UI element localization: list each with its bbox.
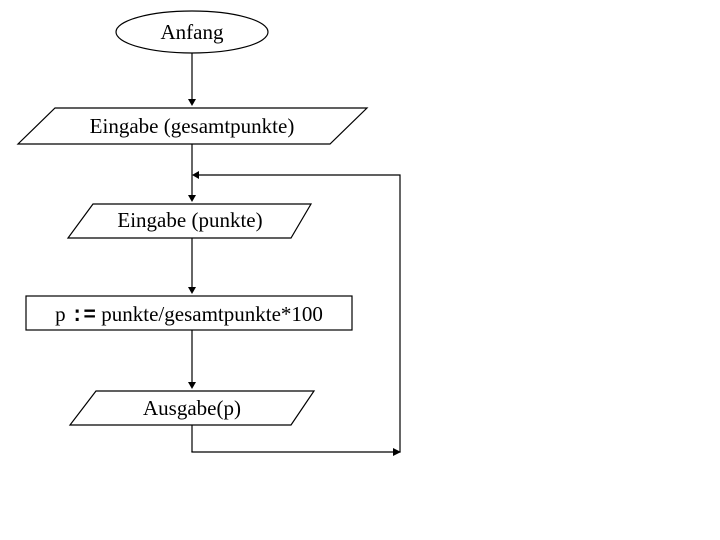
process-expression: punkte/gesamtpunkte*100 xyxy=(96,302,323,326)
process-label: p := punkte/gesamtpunkte*100 xyxy=(55,302,323,328)
arrowhead-input-total xyxy=(188,99,196,106)
arrowhead-output xyxy=(188,382,196,389)
arrowhead-loop-corner xyxy=(393,448,401,456)
output-label: Ausgabe(p) xyxy=(143,396,241,420)
arrowhead-process xyxy=(188,287,196,294)
arrowhead-loop-junction xyxy=(192,171,199,179)
start-node[interactable]: Anfang xyxy=(115,10,269,54)
input-points-node[interactable]: Eingabe (punkte) xyxy=(66,203,313,239)
input-points-label: Eingabe (punkte) xyxy=(117,208,262,232)
input-points-shape xyxy=(66,203,313,239)
process-assign-operator: := xyxy=(71,305,96,328)
process-prefix: p xyxy=(55,302,71,326)
process-shape xyxy=(25,295,353,331)
arrowhead-input-points xyxy=(188,195,196,202)
input-total-shape xyxy=(16,107,369,145)
output-node[interactable]: Ausgabe(p) xyxy=(68,390,316,426)
process-node[interactable]: p := punkte/gesamtpunkte*100 xyxy=(25,295,353,331)
output-shape xyxy=(68,390,316,426)
input-total-label: Eingabe (gesamtpunkte) xyxy=(90,114,295,138)
input-total-node[interactable]: Eingabe (gesamtpunkte) xyxy=(16,107,369,145)
start-label: Anfang xyxy=(161,20,224,44)
